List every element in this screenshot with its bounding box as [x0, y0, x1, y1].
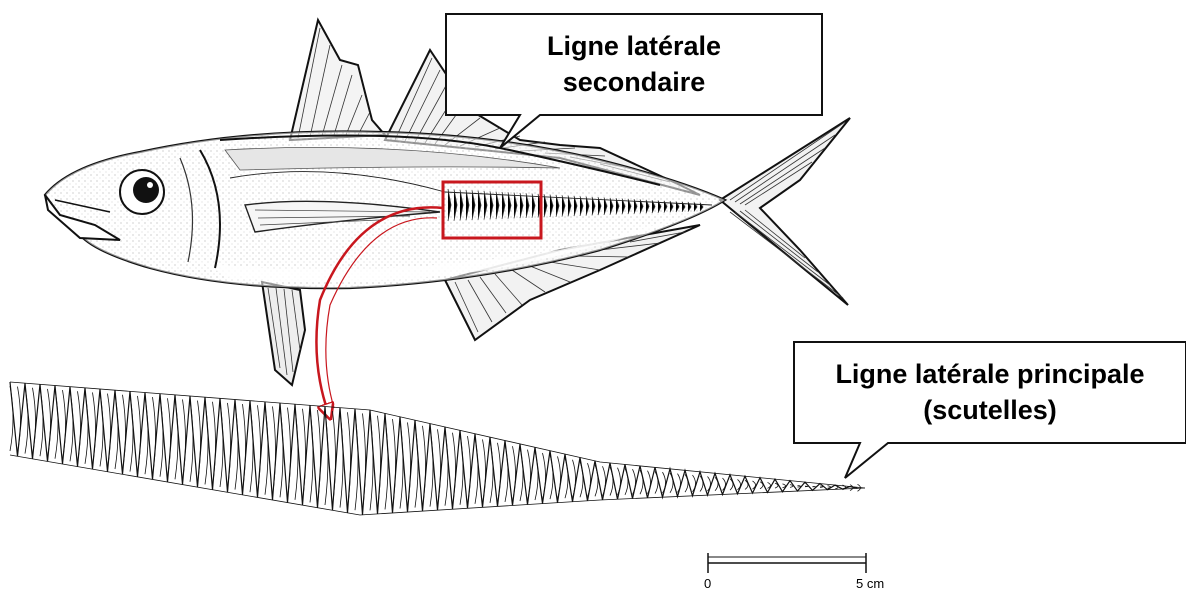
callout-principal-line2: (scutelles) [835, 393, 1144, 428]
pelvic-fin [262, 282, 305, 385]
callout-principal-lateral-line: Ligne latérale principale (scutelles) [794, 342, 1186, 443]
first-dorsal-fin [290, 20, 385, 140]
scale-end-label: 5 cm [856, 577, 884, 590]
caudal-fin [720, 118, 850, 305]
scale-start-label: 0 [704, 577, 711, 590]
callout-secondary-line1: Ligne latérale [547, 29, 721, 64]
callout-secondary-line2: secondaire [547, 65, 721, 100]
enlarged-scutelles [10, 382, 865, 515]
callout-secondary-lateral-line: Ligne latérale secondaire [446, 14, 822, 115]
callout-principal-line1: Ligne latérale principale [835, 357, 1144, 392]
fish-body [45, 131, 725, 288]
scale-bar [708, 553, 866, 573]
